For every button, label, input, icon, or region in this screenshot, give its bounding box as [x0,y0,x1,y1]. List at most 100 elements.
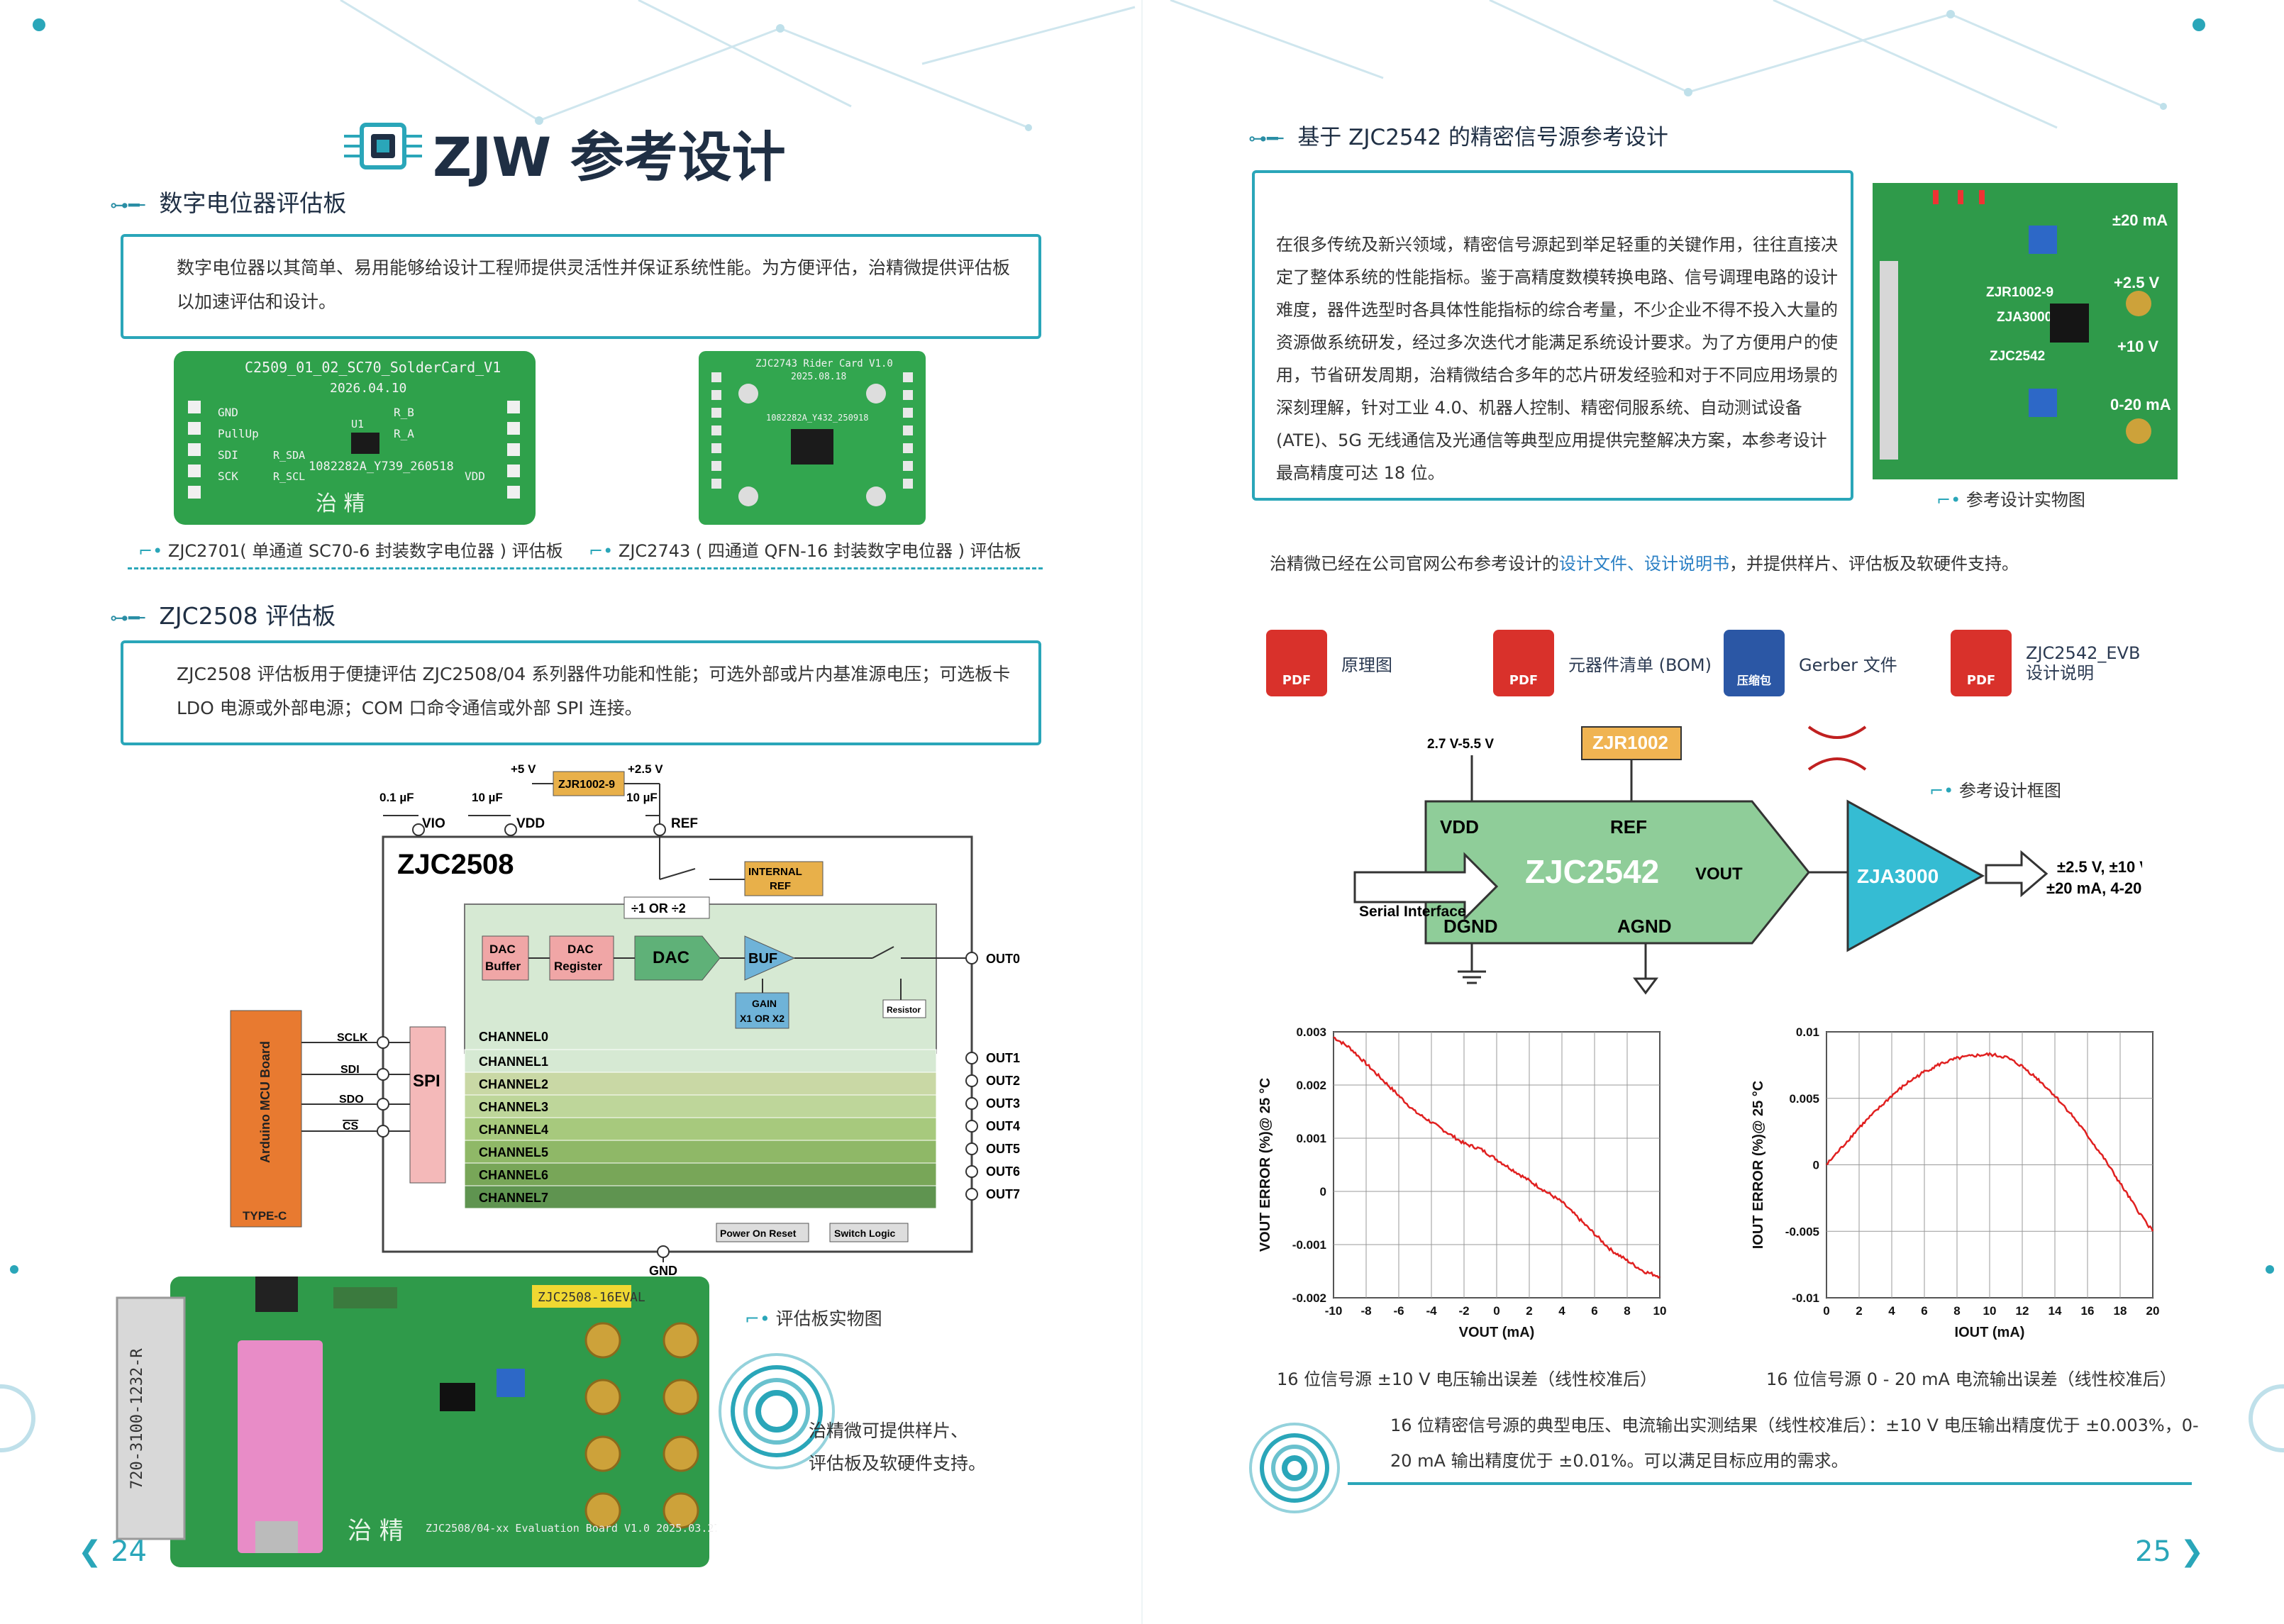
x-tick-label: 0 [1823,1304,1829,1318]
mcu-board-block [230,1010,302,1228]
sdi-label: SDI [340,1064,360,1076]
y-axis-label: VOUT ERROR (%)@ 25 °C [1258,1078,1273,1252]
svg-text:Buffer: Buffer [485,960,521,973]
zjc2542-intro-text: 在很多传统及新兴领域，精密信号源起到举足轻重的关键作用，往往直接决定了整体系统的… [1276,235,1838,483]
page-number-right: 25 ❯ [2135,1535,2205,1568]
arduino-board [238,1340,323,1553]
board2-batch: 1082282A_Y432_250918 [766,413,869,423]
file-label-gerber: Gerber 文件 [1799,655,1897,675]
out4-label: OUT4 [986,1119,1020,1133]
summary-underline [1348,1482,2192,1485]
zja3000-amp [1846,799,1985,952]
file-download-schematic[interactable]: PDF 原理图 [1266,630,1392,696]
file-download-bom[interactable]: PDF 元器件清单 (BOM) [1493,630,1712,696]
section-heading-zjc2542: ⊶━╴基于 ZJC2542 的精密信号源参考设计 [1248,125,1668,150]
zjr-label: ZJR1002 [1592,732,1668,753]
resistor-box [882,999,926,1018]
intro-textbox-digital-pot: 数字电位器以其简单、易用能够给设计工程师提供灵活性并保证系统性能。为方便评估，治… [121,234,1041,339]
file-label-evb: ZJC2542_EVB 设计说明 [2026,643,2141,683]
svg-text:治 精: 治 精 [348,1517,404,1545]
x-tick-label: 2 [1526,1304,1532,1318]
x-tick-label: -8 [1360,1304,1371,1318]
target-rings-icon [713,1347,841,1475]
x-tick-label: -2 [1458,1304,1469,1318]
switch-logic-label: Switch Logic [834,1228,896,1239]
y-tick-label: 0 [1320,1185,1326,1198]
channel7-label: CHANNEL7 [479,1191,548,1205]
por-label: Power On Reset [720,1228,797,1239]
board-photo-zjc2743: ZJC2743 Rider Card V1.0 2025.08.18 10822… [699,351,926,525]
board1-pin-ra: R_A [394,427,414,440]
board1-pin-rb: R_B [394,406,414,419]
intro-textbox-zjc2542: 在很多传统及新兴领域，精密信号源起到举足轻重的关键作用，往往直接决定了整体系统的… [1252,170,1853,501]
typec-label: TYPE-C [243,1209,287,1223]
vio-label: VIO [422,816,445,831]
eval-photo-label: ⌐• 评估板实物图 [745,1308,882,1329]
x-tick-label: 10 [1653,1304,1667,1318]
svg-text:REF: REF [770,880,791,892]
board1-caption: ⌐• ZJC2701( 单通道 SC70-6 封装数字电位器 ) 评估板 [138,541,563,561]
board1-chip [351,433,379,454]
internal-ref-label: INTERNAL [748,866,802,878]
x-tick-label: 8 [1624,1304,1630,1318]
intro-textbox-zjc2508: ZJC2508 评估板用于便捷评估 ZJC2508/04 系列器件功能和性能；可… [121,640,1041,745]
ref-pin-label: REF [671,816,698,831]
vdd-pin-label: VDD [1440,816,1479,838]
x-tick-label: 18 [2114,1304,2127,1318]
vdd-label: VDD [516,816,545,831]
gnd-label: GND [649,1264,677,1277]
x-axis-label: VOUT (mA) [1459,1325,1535,1340]
eval-side-note: 治精微可提供样片、 评估板及软硬件支持。 [809,1415,986,1480]
photo-label-10v: +10 V [2117,338,2158,355]
board2-silk-title: ZJC2743 Rider Card V1.0 [755,358,893,369]
dac-register-box [549,935,614,981]
y-tick-label: 0.01 [1796,1025,1819,1039]
x-tick-label: 4 [1558,1304,1565,1318]
side-note-line2: 评估板及软硬件支持。 [809,1453,987,1474]
plus5-label: +5 V [511,762,536,776]
y-tick-label: -0.001 [1292,1238,1326,1252]
pdf-icon: PDF [1493,630,1554,696]
board-text: ZJC2508/04-xx Evaluation Board V1.0 2025… [426,1522,716,1535]
file-label-schematic: 原理图 [1341,655,1392,675]
photo-label-zjc: ZJC2542 [1990,349,2045,364]
ref-chip-label: ZJR1002-9 [558,779,615,791]
series-line [1826,1052,2154,1232]
switch-logic-box [829,1223,909,1242]
y-tick-label: 0.002 [1296,1079,1326,1092]
x-tick-label: -10 [1325,1304,1343,1318]
por-box [716,1223,809,1242]
board1-batch: 1082282A_Y739_260518 [309,460,454,474]
file-download-gerber[interactable]: 压缩包 Gerber 文件 [1724,630,1897,696]
chart-caption-current: 16 位信号源 0 - 20 mA 电流输出误差（线性校准后） [1766,1369,2177,1389]
gain-box [735,992,789,1029]
x-tick-label: 2 [1856,1304,1862,1318]
zjr-box [1581,726,1682,760]
x-tick-label: 8 [1953,1304,1960,1318]
x-axis-label: IOUT (mA) [1955,1325,2025,1340]
divider-box [623,896,710,919]
x-tick-label: 20 [2146,1304,2160,1318]
x-tick-label: 6 [1591,1304,1597,1318]
photo-label-zja: ZJA3000-2 [1997,310,2064,325]
series-line [1333,1036,1661,1279]
publish-note-links[interactable]: 设计文件、设计说明书 [1559,554,1729,574]
y-tick-label: 0.001 [1296,1132,1326,1145]
file-label-bom: 元器件清单 (BOM) [1568,655,1712,675]
serial-interface-arrow [1353,852,1499,921]
y-axis-label: IOUT ERROR (%)@ 25 °C [1751,1081,1766,1250]
y-tick-label: -0.01 [1792,1291,1819,1305]
svg-text:Register: Register [554,960,602,973]
channel6-label: CHANNEL6 [479,1168,548,1182]
pdf-icon: PDF [1951,630,2012,696]
zja-label: ZJA3000 [1857,865,1939,887]
board1-label-rsda: R_SDA [273,449,305,462]
file-download-evb-doc[interactable]: PDF ZJC2542_EVB 设计说明 [1951,630,2141,696]
divider-label: ÷1 OR ÷2 [631,901,686,916]
circuit-trace-icon: ⊶━╴ [110,195,151,216]
logo-chip-icon [344,115,422,177]
zjc2508-chip-name: ZJC2508 [397,849,514,880]
x-tick-label: 10 [1983,1304,1997,1318]
sdo-label: SDO [339,1094,364,1106]
